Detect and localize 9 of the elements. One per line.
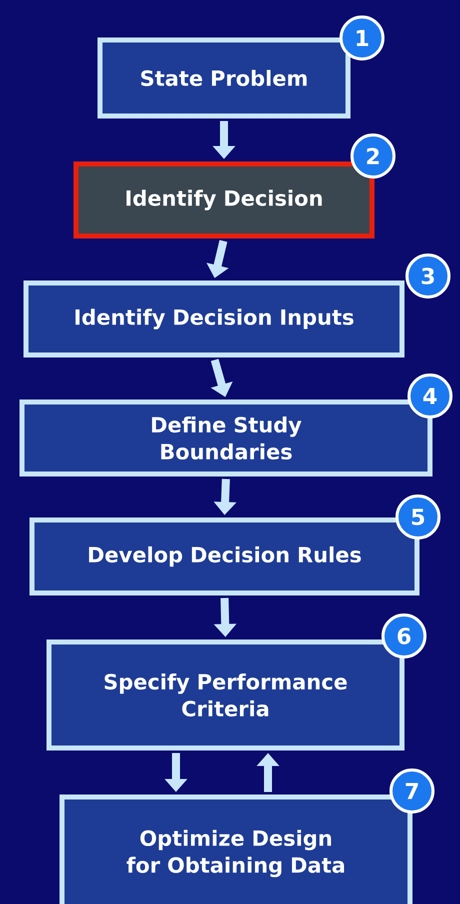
step-number: 1 xyxy=(340,16,384,60)
step-number: 2 xyxy=(350,134,396,178)
step-number: 5 xyxy=(396,494,440,540)
process-box: Identify Decision Inputs xyxy=(24,280,404,358)
step-number: 3 xyxy=(406,254,450,298)
step-number: 7 xyxy=(390,768,434,814)
step-number: 6 xyxy=(382,614,426,658)
process-box: State Problem xyxy=(98,38,350,118)
step-number: 4 xyxy=(408,374,452,418)
